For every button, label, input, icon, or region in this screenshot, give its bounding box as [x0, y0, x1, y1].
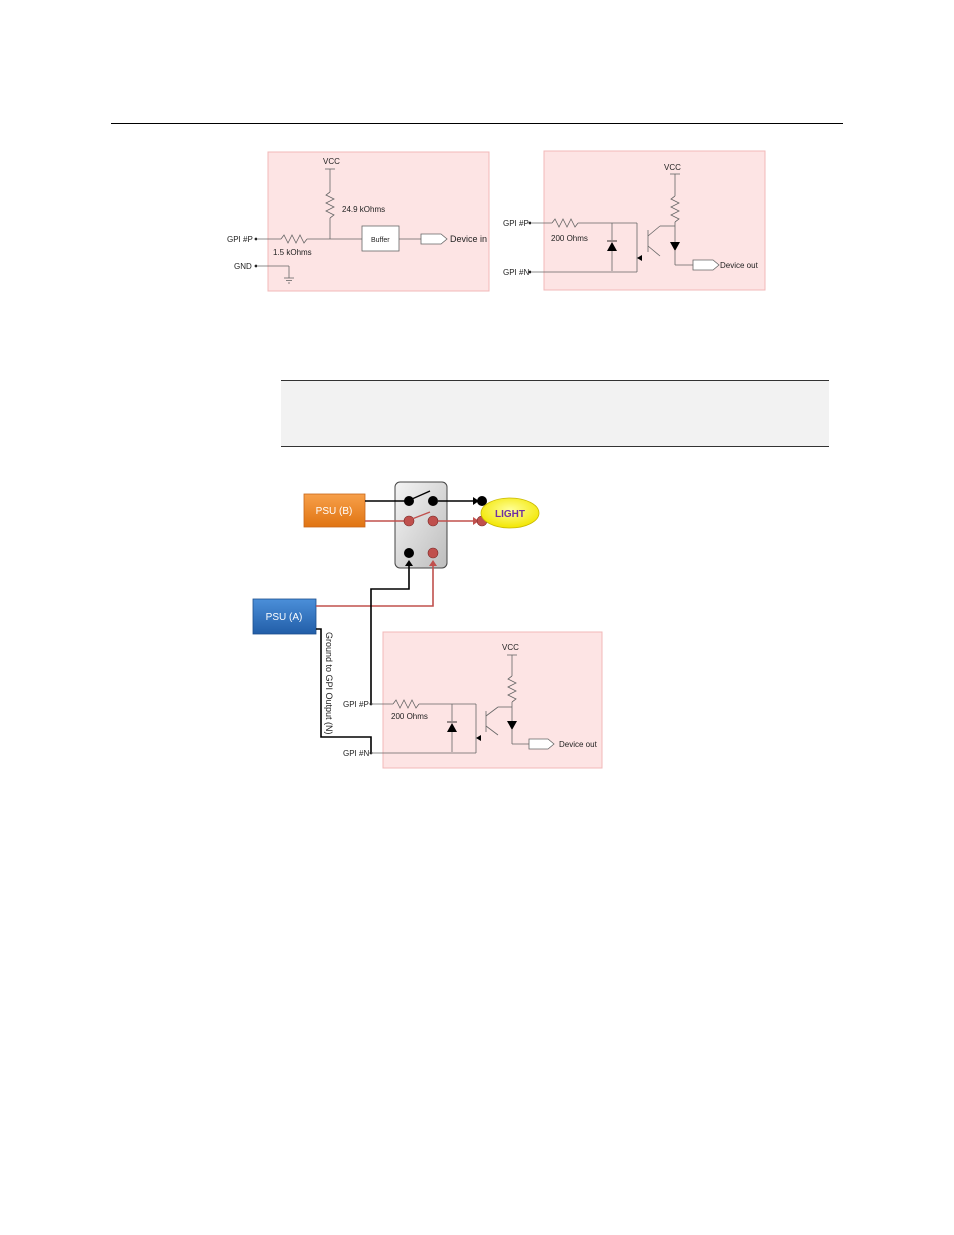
wiring-device-out-label: Device out [559, 740, 598, 749]
device-out-label: Device out [720, 261, 759, 270]
wire-black-gpi-p [370, 565, 410, 704]
output-panel [543, 150, 766, 291]
relay-contact-red-1 [403, 515, 415, 527]
relay-wiring-diagram: PSU (B) LIGHT PSU (A) Ground to GPI Outp… [252, 481, 603, 769]
wiring-vcc-label: VCC [502, 643, 519, 652]
device-in-label: Device in [450, 234, 487, 244]
relay-coil-red [427, 547, 439, 559]
psu-a-box [252, 598, 317, 635]
pullup-resistor-symbol [325, 191, 335, 219]
wiring-output-diode-symbol [507, 721, 517, 730]
input-panel [267, 151, 490, 292]
output-gpi-n-terminal [528, 270, 532, 274]
ground-symbol [284, 277, 294, 284]
relay-coil-black [404, 548, 414, 558]
output-resistor-label: 200 Ohms [551, 234, 588, 243]
light-bulb [480, 497, 540, 529]
wiring-pullup-resistor-symbol [507, 675, 517, 703]
output-diode-symbol [670, 242, 680, 251]
emitter-arrow [637, 255, 642, 261]
series-resistor-label: 1.5 kOhms [273, 248, 312, 257]
input-vcc-label: VCC [323, 157, 340, 166]
ground-note-label: Ground to GPI Output (N) [324, 632, 334, 735]
light-terminal-black [477, 496, 487, 506]
gpi-input-diagram: VCC 24.9 kOhms GPI #P 1.5 kOhms Buffer D… [227, 151, 490, 292]
relay-contact-black-2 [428, 496, 438, 506]
note-box [281, 380, 829, 447]
input-gpi-p-terminal [254, 237, 258, 241]
output-gpi-n-label: GPI #N [503, 268, 529, 277]
wiring-led-diode-symbol [447, 723, 457, 732]
buffer-box [361, 225, 400, 252]
psu-a-label: PSU (A) [266, 612, 303, 623]
relay-contact-red-2 [427, 515, 439, 527]
wiring-gpi-n-label: GPI #N [343, 749, 369, 758]
output-gpi-p-label: GPI #P [503, 219, 529, 228]
wiring-resistor-label: 200 Ohms [391, 712, 428, 721]
wiring-output-panel [382, 631, 603, 769]
pullup-resistor-label: 24.9 kOhms [342, 205, 385, 214]
wiring-phototransistor-symbol [485, 706, 512, 736]
phototransistor-symbol [647, 225, 675, 257]
gnd-label: GND [234, 262, 252, 271]
device-in-connector [420, 233, 448, 245]
buffer-label: Buffer [371, 237, 390, 244]
wiring-device-out-connector [528, 738, 555, 750]
wire-ground-gpi-n [316, 628, 372, 753]
gnd-terminal [254, 264, 258, 268]
wiring-emitter-arrow [476, 735, 481, 741]
light-label: LIGHT [495, 509, 525, 520]
header-rule [111, 123, 843, 124]
relay-contact-black-1 [404, 496, 414, 506]
wiring-gpi-p-label: GPI #P [343, 700, 369, 709]
input-gpi-p-label: GPI #P [227, 235, 253, 244]
led-diode-symbol [607, 242, 617, 251]
output-pullup-resistor-symbol [670, 195, 680, 223]
device-out-connector [692, 259, 720, 271]
gpi-output-diagram: VCC Device out GPI #P 200 Ohms GPI #N [503, 150, 766, 291]
output-vcc-label: VCC [664, 163, 681, 172]
output-gpi-p-terminal [528, 221, 532, 225]
wire-red-coil [316, 565, 434, 607]
psu-b-box [303, 493, 366, 528]
series-resistor-symbol [280, 234, 308, 244]
wiring-input-resistor-symbol [392, 699, 420, 709]
output-input-resistor-symbol [551, 218, 579, 228]
psu-b-label: PSU (B) [316, 506, 353, 517]
